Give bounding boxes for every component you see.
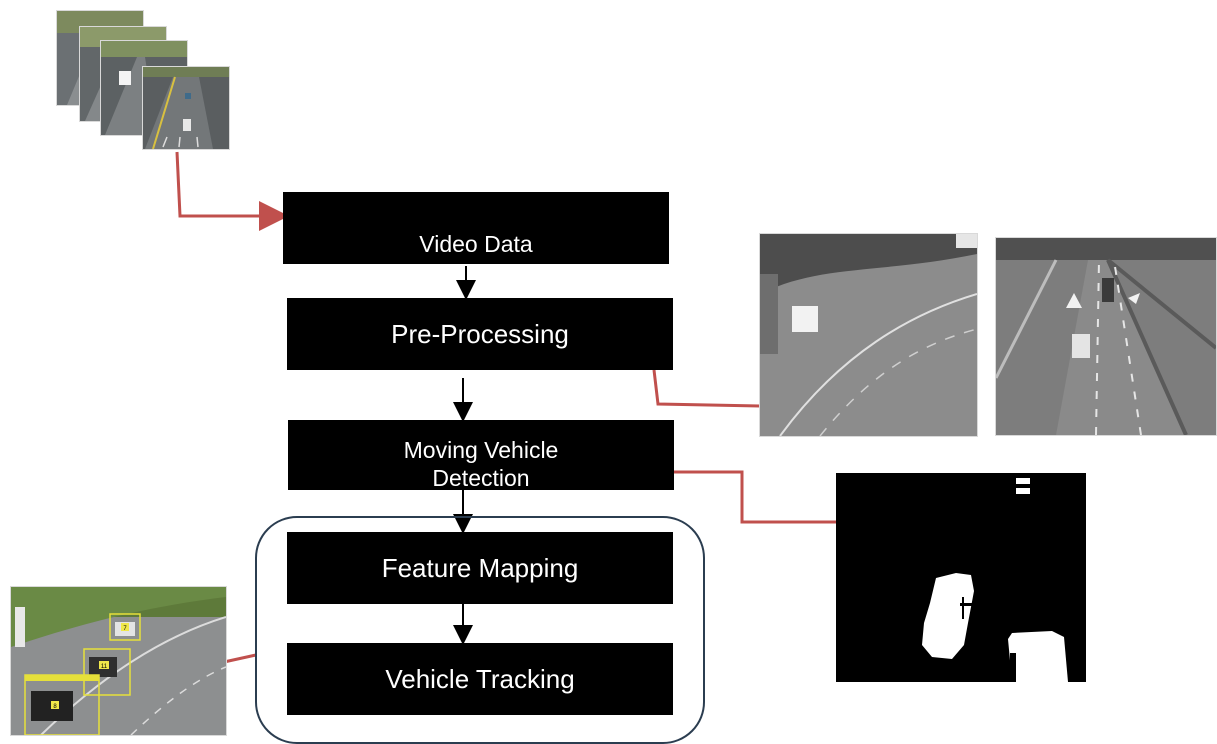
detection-mask-image	[836, 473, 1086, 682]
video-data-box: Video Data	[283, 192, 669, 264]
frames-to-video-connector	[175, 151, 289, 231]
grayscale-frame-left	[759, 233, 978, 437]
moving-vehicle-detection-label: Moving Vehicle Detection	[403, 437, 559, 490]
video-frame-4	[142, 66, 230, 150]
tracking-id-7: 7	[123, 626, 127, 632]
tracking-id-11: 11	[101, 664, 108, 670]
tracking-result-image: 7 11 8	[10, 586, 227, 736]
group-to-tracking-image-connector	[223, 653, 257, 664]
feature-mapping-label: Feature Mapping	[381, 552, 579, 583]
vehicle-tracking-box: Vehicle Tracking	[287, 643, 673, 715]
pre-processing-box: Pre-Processing	[287, 298, 673, 370]
moving-vehicle-detection-box: Moving Vehicle Detection	[288, 420, 674, 490]
pre-processing-label: Pre-Processing	[391, 318, 569, 349]
feature-mapping-box: Feature Mapping	[287, 532, 673, 604]
vehicle-tracking-label: Vehicle Tracking	[385, 663, 575, 694]
grayscale-frame-right	[995, 237, 1217, 436]
preprocessing-to-grayscale-connector	[652, 369, 761, 408]
detection-to-mask-connector	[672, 470, 838, 524]
tracking-id-8: 8	[53, 704, 57, 710]
video-data-label: Video Data	[419, 231, 533, 257]
